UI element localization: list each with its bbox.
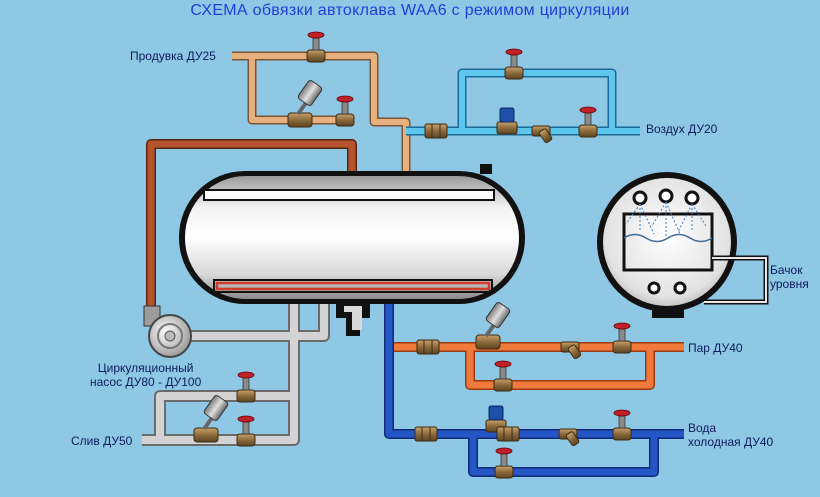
label-air: Воздух ДУ20: [646, 122, 718, 136]
label-water-line2: холодная ДУ40: [688, 435, 774, 449]
autoclave-cross-section: [597, 172, 769, 318]
label-pump-line2: насос ДУ80 - ДУ100: [90, 375, 202, 389]
air-pipe: [406, 68, 640, 136]
label-water-line1: Вода: [688, 421, 717, 435]
air-globe-valve: [578, 106, 598, 138]
drain-angle-valve: [193, 395, 229, 443]
steam-globe-valve: [612, 322, 632, 354]
label-tank-line1: Бачок: [770, 263, 803, 277]
label-pump-line1: Циркуляционный: [97, 361, 194, 375]
steam-angle-valve: [475, 302, 511, 350]
air-inlet-fitting: [424, 123, 448, 139]
steam-strainer: [560, 341, 582, 360]
air-bypass-valve: [504, 48, 524, 80]
label-level-tank: Бачок уровня: [770, 263, 809, 291]
label-purge: Продувка ДУ25: [130, 49, 216, 63]
purge-globe-valve-top: [306, 31, 326, 63]
label-water: Вода холодная ДУ40: [688, 421, 773, 449]
label-tank-line2: уровня: [770, 277, 809, 291]
air-solenoid-valve: [496, 107, 518, 135]
label-pump: Циркуляционный насос ДУ80 - ДУ100: [90, 361, 201, 389]
water-bypass-valve: [494, 447, 514, 479]
heater-coil: [215, 281, 491, 291]
circulation-pump: [143, 305, 192, 358]
water-check-fitting: [414, 426, 438, 442]
autoclave-vessel: [179, 164, 525, 336]
diagram-title: СХЕМА обвязки автоклава WAA6 с режимом ц…: [190, 2, 630, 19]
label-drain: Слив ДУ50: [71, 434, 133, 448]
drain-globe-valve-top: [236, 371, 256, 403]
purge-angle-valve: [287, 80, 323, 128]
label-steam: Пар ДУ40: [688, 341, 743, 355]
water-strainer: [558, 428, 580, 447]
steam-bypass-valve: [493, 360, 513, 392]
purge-globe-valve-bottom: [335, 95, 355, 127]
steam-check-fitting: [416, 339, 440, 355]
water-fitting: [496, 426, 520, 442]
drain-globe-valve-bottom: [236, 415, 256, 447]
water-globe-valve: [612, 409, 632, 441]
air-strainer: [531, 125, 553, 144]
